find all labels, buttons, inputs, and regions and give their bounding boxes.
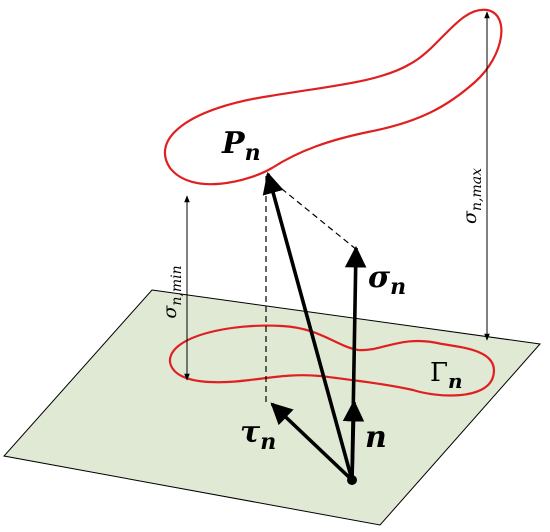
label-sigma-min: σn,min [159,265,185,318]
label-gamma: Γn [430,358,463,393]
label-n-vector: n [365,420,387,455]
upper-curve [163,8,503,186]
label-tau: τn [240,415,276,455]
origin-point [347,475,357,485]
gamma-curve [168,324,496,397]
p-vector [262,171,354,481]
tau-vector [270,402,354,482]
label-sigma: σn [368,260,406,300]
n-vector [342,399,365,481]
label-p: Pn [221,126,261,166]
label-sigma-max: σn,max [459,168,485,224]
